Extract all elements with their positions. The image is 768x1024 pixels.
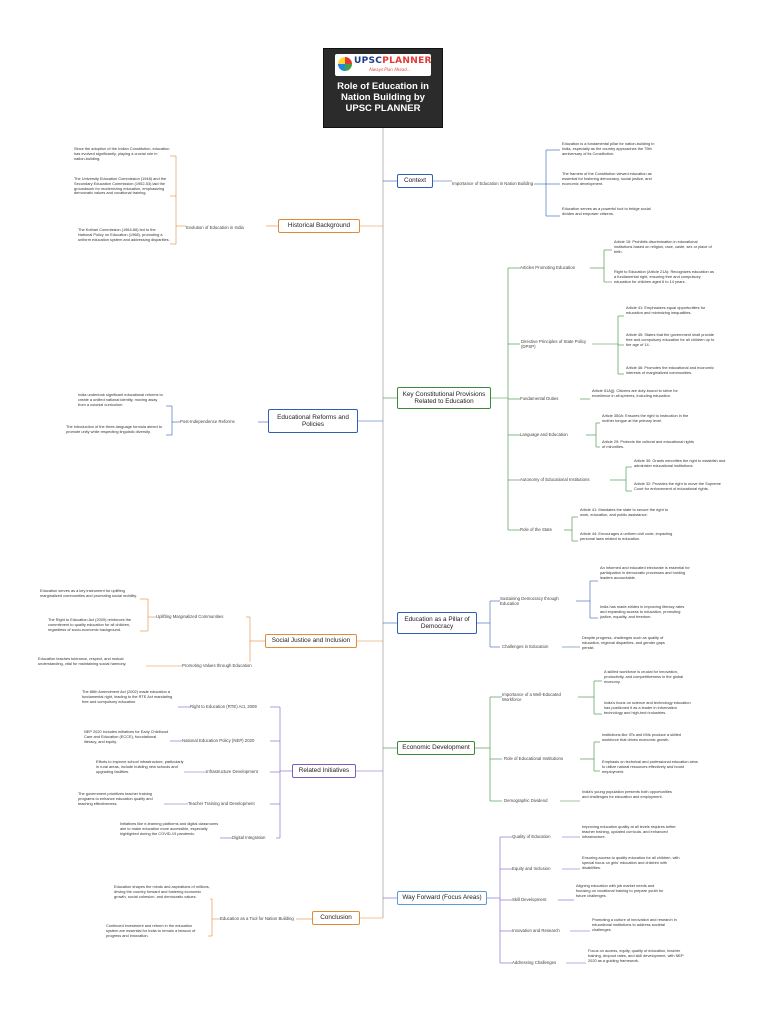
sub-importance[interactable]: Importance of Education in Nation Buildi… bbox=[452, 177, 534, 191]
sub-autonomy[interactable]: Autonomy of Educational Institutions bbox=[520, 476, 610, 484]
node-historical-background[interactable]: Historical Background bbox=[278, 219, 360, 233]
node-conclusion[interactable]: Conclusion bbox=[312, 911, 360, 925]
logo-brand-text: UPSCPLANNER bbox=[354, 56, 432, 66]
sub-dpsp[interactable]: Directive Principles of State Policy (DP… bbox=[521, 337, 591, 351]
sub-tool[interactable]: Education as a Tool for Nation Building bbox=[220, 912, 296, 926]
leaf-wf-5: Focus on access, equity, quality of educ… bbox=[588, 948, 684, 971]
leaf-dem-2: India has made strides in improving lite… bbox=[600, 604, 690, 631]
leaf-soc-3: Education teaches tolerance, respect, an… bbox=[38, 656, 146, 677]
sub-role-state[interactable]: Role of the State bbox=[520, 526, 564, 534]
leaf-ctx-3: Education serves as a powerful tool to b… bbox=[562, 206, 652, 225]
node-social-justice[interactable]: Social Justice and Inclusion bbox=[265, 634, 357, 648]
leaf-art-41: Article 41: Emphasizes equal opportuniti… bbox=[626, 305, 718, 326]
root-node[interactable]: UPSCPLANNER Always Plan Ahead... Role of… bbox=[323, 48, 443, 128]
leaf-art-46: Article 46: Promotes the educational and… bbox=[626, 365, 718, 382]
leaf-con-2: Continued investment and reform in the e… bbox=[106, 923, 202, 948]
sub-skill[interactable]: Skill Development bbox=[512, 896, 558, 904]
sub-quality[interactable]: Quality of Education bbox=[512, 833, 562, 841]
leaf-art-21a: Right to Education (Article 21A): Recogn… bbox=[614, 269, 714, 294]
sub-demographic[interactable]: Demographic Dividend bbox=[504, 797, 560, 805]
sub-skilled-workforce[interactable]: Importance of a Well-Educated Workforce bbox=[502, 690, 578, 704]
leaf-ini-2: NEP 2020 includes initiatives for Early … bbox=[84, 729, 170, 750]
leaf-art-51a: Article 51A(j): Citizens are duty-bound … bbox=[592, 388, 688, 407]
leaf-wf-4: Promoting a culture of innovation and re… bbox=[592, 917, 682, 936]
node-way-forward[interactable]: Way Forward (Focus Areas) bbox=[397, 891, 487, 905]
leaf-dem-1: An informed and educated electorate is e… bbox=[600, 565, 690, 596]
leaf-art-44: Article 44: Encourages a uniform civil c… bbox=[580, 531, 674, 550]
leaf-eco-4: Emphasis on technical and professional e… bbox=[602, 759, 698, 782]
sub-rte[interactable]: Right to Education (RTE) Act, 2009 bbox=[190, 703, 270, 711]
leaf-ini-4: The government prioritizes teacher train… bbox=[78, 791, 164, 818]
leaf-ini-5: Initiatives like e-learning platforms an… bbox=[120, 821, 220, 852]
leaf-eco-3: Institutions like IITs and IIMs produce … bbox=[602, 732, 698, 751]
leaf-wf-1: Improving education quality at all level… bbox=[582, 824, 678, 847]
sub-teacher[interactable]: Teacher Training and Development bbox=[188, 800, 268, 808]
leaf-wf-3: Aligning education with job market needs… bbox=[576, 883, 668, 908]
sub-digital[interactable]: Digital Integration bbox=[232, 834, 276, 842]
sub-language[interactable]: Language and Education bbox=[520, 431, 586, 439]
sub-sustaining[interactable]: Sustaining Democracy through Education bbox=[500, 594, 576, 608]
leaf-ini-1: The 86th Amendment Act (2002) made educa… bbox=[82, 689, 178, 718]
sub-post-independence[interactable]: Post-Independence Reforms bbox=[180, 418, 258, 426]
leaf-art-32: Article 32: Provides the right to move t… bbox=[634, 481, 726, 500]
node-context[interactable]: Context bbox=[397, 174, 433, 188]
sub-nep[interactable]: National Education Policy (NEP) 2020 bbox=[182, 737, 270, 745]
leaf-eco-2: India's focus on science and technology … bbox=[604, 700, 696, 727]
leaf-ctx-2: The framers of the Constitution viewed e… bbox=[562, 171, 658, 196]
logo-tagline: Always Plan Ahead... bbox=[369, 67, 411, 72]
sub-articles-promoting[interactable]: Articles Promoting Education bbox=[520, 264, 590, 272]
leaf-dem-3: Despite progress, challenges such as qua… bbox=[582, 635, 678, 656]
leaf-art-15: Article 15: Prohibits discrimination in … bbox=[614, 239, 714, 260]
leaf-con-1: Education shapes the minds and aspiratio… bbox=[114, 884, 210, 913]
leaf-ref-1: India undertook significant educational … bbox=[78, 392, 166, 419]
leaf-wf-2: Ensuring access to quality education for… bbox=[582, 855, 682, 874]
sub-equity[interactable]: Equity and Inclusion bbox=[512, 865, 562, 873]
leaf-eco-1: A skilled workforce is crucial for innov… bbox=[604, 669, 696, 692]
leaf-hist-3: The Kothari Commission (1964-66) led to … bbox=[78, 227, 170, 256]
leaf-ini-3: Efforts to improve school infrastructure… bbox=[96, 759, 184, 786]
sub-uplifting[interactable]: Uplifting Marginalized Communities bbox=[156, 613, 246, 621]
sub-evolution[interactable]: Evolution of Education in India bbox=[186, 224, 266, 232]
sub-infra[interactable]: Infrastructure Development bbox=[206, 768, 270, 776]
leaf-art-350a: Article 350A: Ensures the right to instr… bbox=[602, 413, 698, 432]
leaf-ref-2: The introduction of the three-language f… bbox=[66, 424, 166, 445]
sub-role-institutions[interactable]: Role of Educational Institutions bbox=[504, 755, 580, 763]
leaf-soc-1: Education serves as a key instrument for… bbox=[40, 588, 140, 609]
leaf-soc-2: The Right to Education Act (2009) reinfo… bbox=[48, 617, 140, 644]
sub-challenges[interactable]: Challenges in Education bbox=[502, 643, 562, 651]
upsc-planner-logo: UPSCPLANNER Always Plan Ahead... bbox=[335, 54, 431, 76]
leaf-eco-5: India's young population presents both o… bbox=[582, 789, 678, 808]
leaf-art-29: Article 29: Protects the cultural and ed… bbox=[602, 439, 698, 454]
leaf-ctx-1: Education is a fundamental pillar for na… bbox=[562, 141, 662, 166]
node-economic-development[interactable]: Economic Development bbox=[397, 741, 475, 755]
leaf-hist-2: The University Education Commission (194… bbox=[74, 176, 170, 217]
leaf-hist-1: Since the adoption of the Indian Constit… bbox=[74, 146, 170, 175]
sub-fundamental-duties[interactable]: Fundamental Duties bbox=[520, 395, 580, 403]
node-democracy-pillar[interactable]: Education as a Pillar of Democracy bbox=[397, 612, 477, 634]
leaf-art-41b: Article 41: Mandates the state to secure… bbox=[580, 507, 670, 526]
root-title: Role of Education in Nation Building by … bbox=[337, 81, 429, 114]
node-related-initiatives[interactable]: Related Initiatives bbox=[292, 764, 356, 778]
leaf-art-45: Article 45: States that the government s… bbox=[626, 332, 718, 357]
node-educational-reforms[interactable]: Educational Reforms and Policies bbox=[268, 409, 358, 433]
sub-addressing[interactable]: Addressing Challenges bbox=[512, 959, 566, 967]
node-constitutional-provisions[interactable]: Key Constitutional Provisions Related to… bbox=[397, 387, 491, 409]
logo-emblem-icon bbox=[338, 57, 352, 71]
sub-promoting-values[interactable]: Promoting Values through Education bbox=[182, 662, 266, 670]
leaf-art-30: Article 30: Grants minorities the right … bbox=[634, 458, 726, 475]
sub-innovation[interactable]: Innovation and Research bbox=[512, 927, 570, 935]
